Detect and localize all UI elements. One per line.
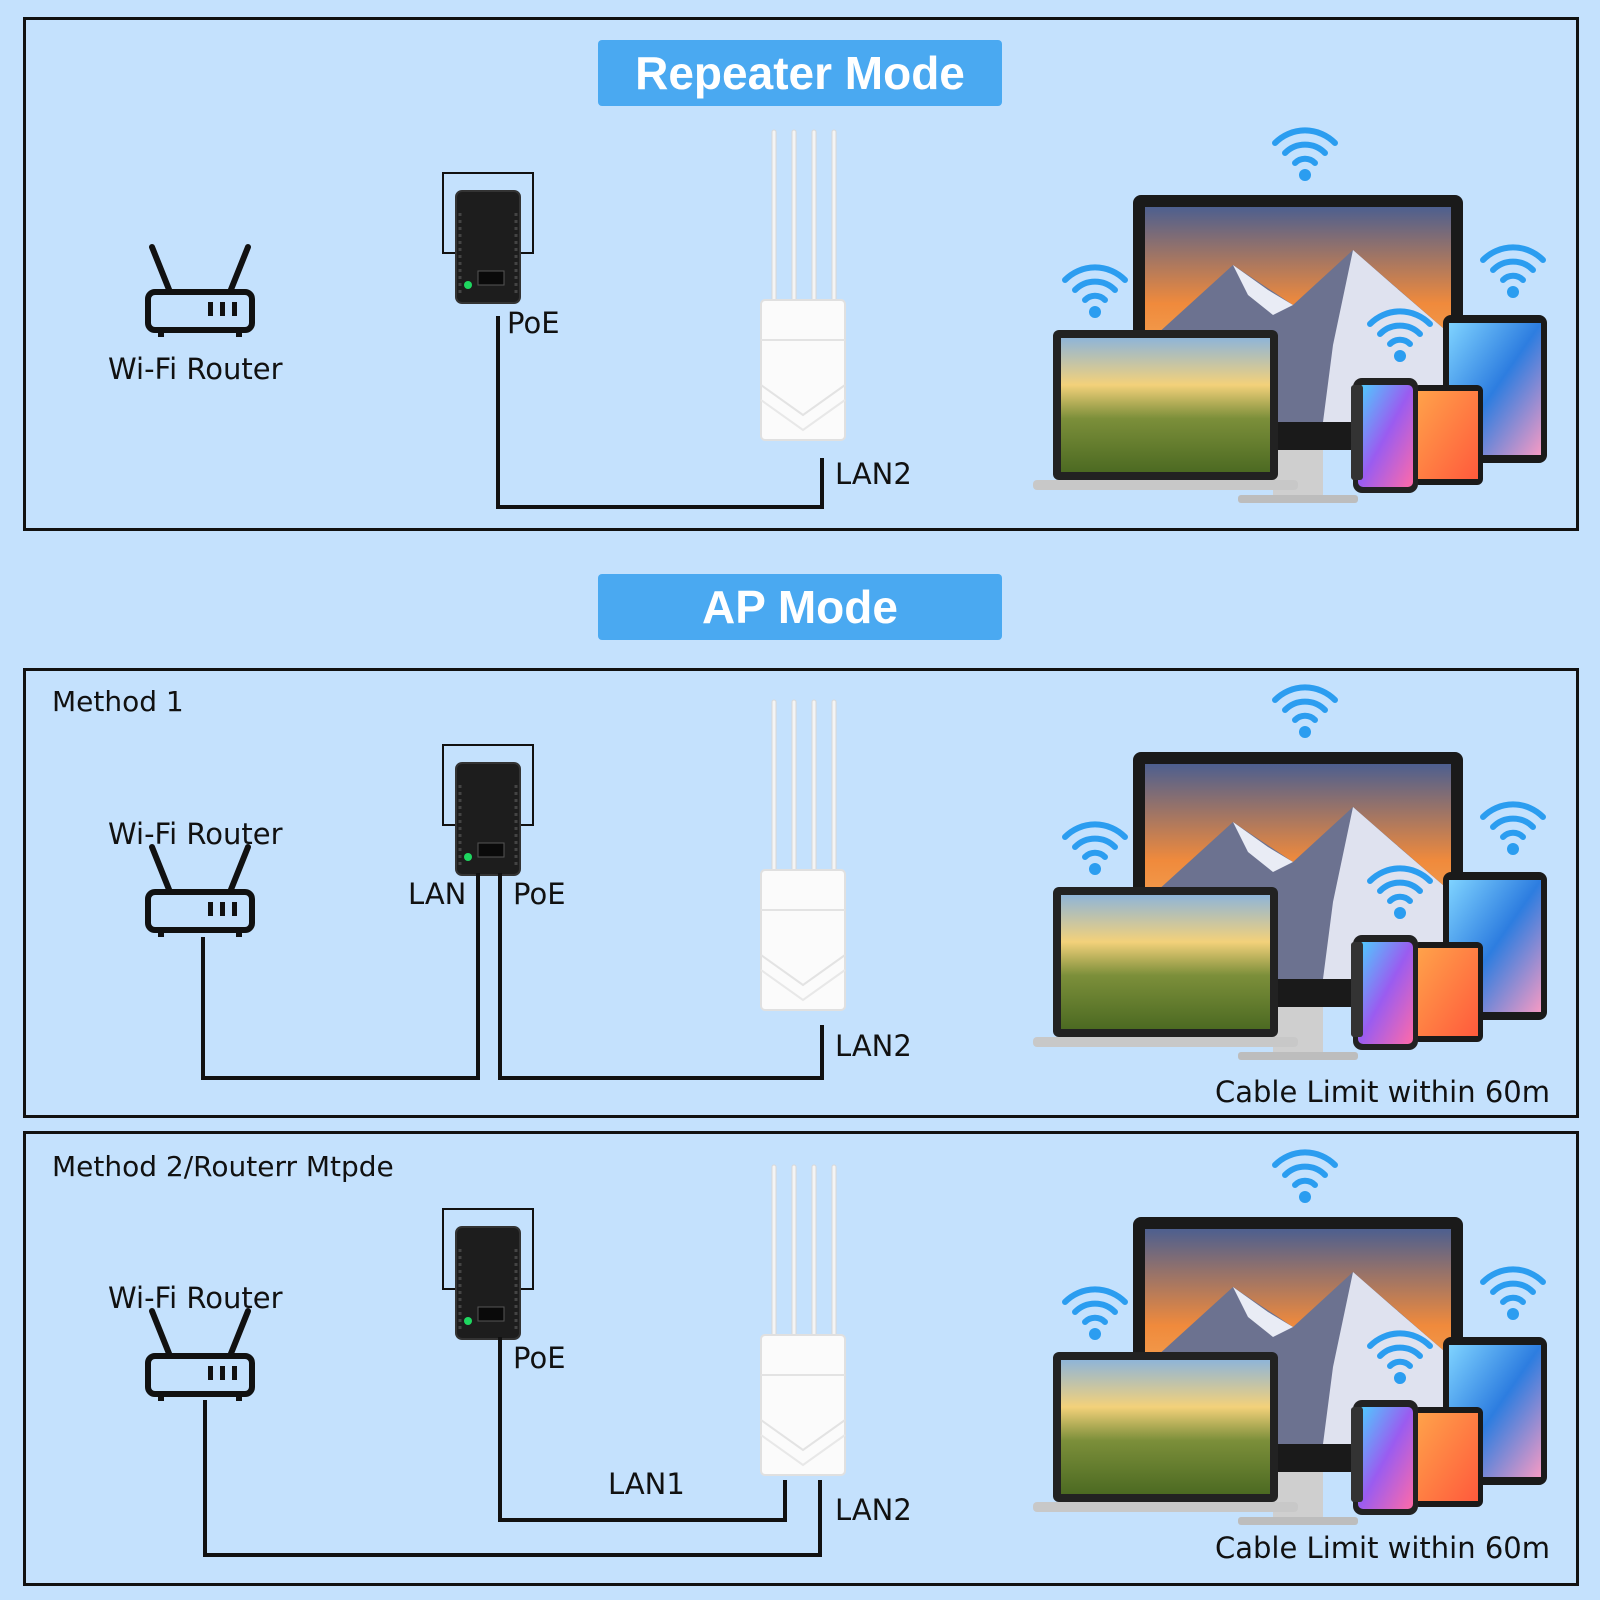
poe-cable xyxy=(498,1337,787,1522)
lan-cable xyxy=(203,1400,822,1557)
lan1-label: LAN1 xyxy=(608,1467,685,1501)
wifi-icon xyxy=(1483,247,1543,298)
poe-adapter-icon xyxy=(441,171,535,305)
lan-label: LAN xyxy=(408,877,467,911)
wifi-icon xyxy=(1483,1269,1543,1320)
poe-label: PoE xyxy=(513,877,566,911)
wifi-router-label: Wi-Fi Router xyxy=(108,1281,283,1315)
lan2-label: LAN2 xyxy=(835,457,912,491)
lan2-label: LAN2 xyxy=(835,1493,912,1527)
client-devices-image xyxy=(1033,752,1547,1060)
wifi-router-icon xyxy=(148,247,252,337)
wifi-icon xyxy=(1065,824,1125,875)
poe-cable xyxy=(496,316,824,509)
wifi-icon xyxy=(1065,267,1125,318)
wifi-router-label: Wi-Fi Router xyxy=(108,352,283,386)
client-devices-image xyxy=(1033,1217,1547,1525)
cable-limit-note: Cable Limit within 60m xyxy=(1215,1531,1550,1565)
method1-heading: Method 1 xyxy=(52,685,184,718)
wifi-router-label: Wi-Fi Router xyxy=(108,817,283,851)
poe-label: PoE xyxy=(513,1341,566,1375)
cable-limit-note: Cable Limit within 60m xyxy=(1215,1075,1550,1109)
poe-adapter-icon xyxy=(441,1207,535,1341)
wifi-icon xyxy=(1275,687,1335,738)
ap-mode-title: AP Mode xyxy=(598,574,1002,640)
wifi-router-icon xyxy=(148,847,252,937)
poe-adapter-icon xyxy=(441,743,535,877)
outdoor-ap-icon xyxy=(760,129,846,441)
wifi-icon xyxy=(1483,804,1543,855)
outdoor-ap-icon xyxy=(760,699,846,1011)
wifi-icon xyxy=(1275,130,1335,181)
poe-label: PoE xyxy=(507,306,560,340)
outdoor-ap-icon xyxy=(760,1164,846,1476)
method2-heading: Method 2/Routerr Mtpde xyxy=(52,1150,394,1183)
poe-cable xyxy=(498,873,824,1080)
wifi-icon xyxy=(1065,1289,1125,1340)
client-devices-image xyxy=(1033,195,1547,503)
ap-method2-panel xyxy=(23,1131,1579,1586)
wifi-icon xyxy=(1275,1152,1335,1203)
lan-cable xyxy=(201,873,480,1080)
repeater-mode-title: Repeater Mode xyxy=(598,40,1002,106)
wifi-router-icon xyxy=(148,1311,252,1401)
ap-method1-panel xyxy=(23,668,1579,1118)
lan2-label: LAN2 xyxy=(835,1029,912,1063)
repeater-mode-panel xyxy=(23,17,1579,531)
